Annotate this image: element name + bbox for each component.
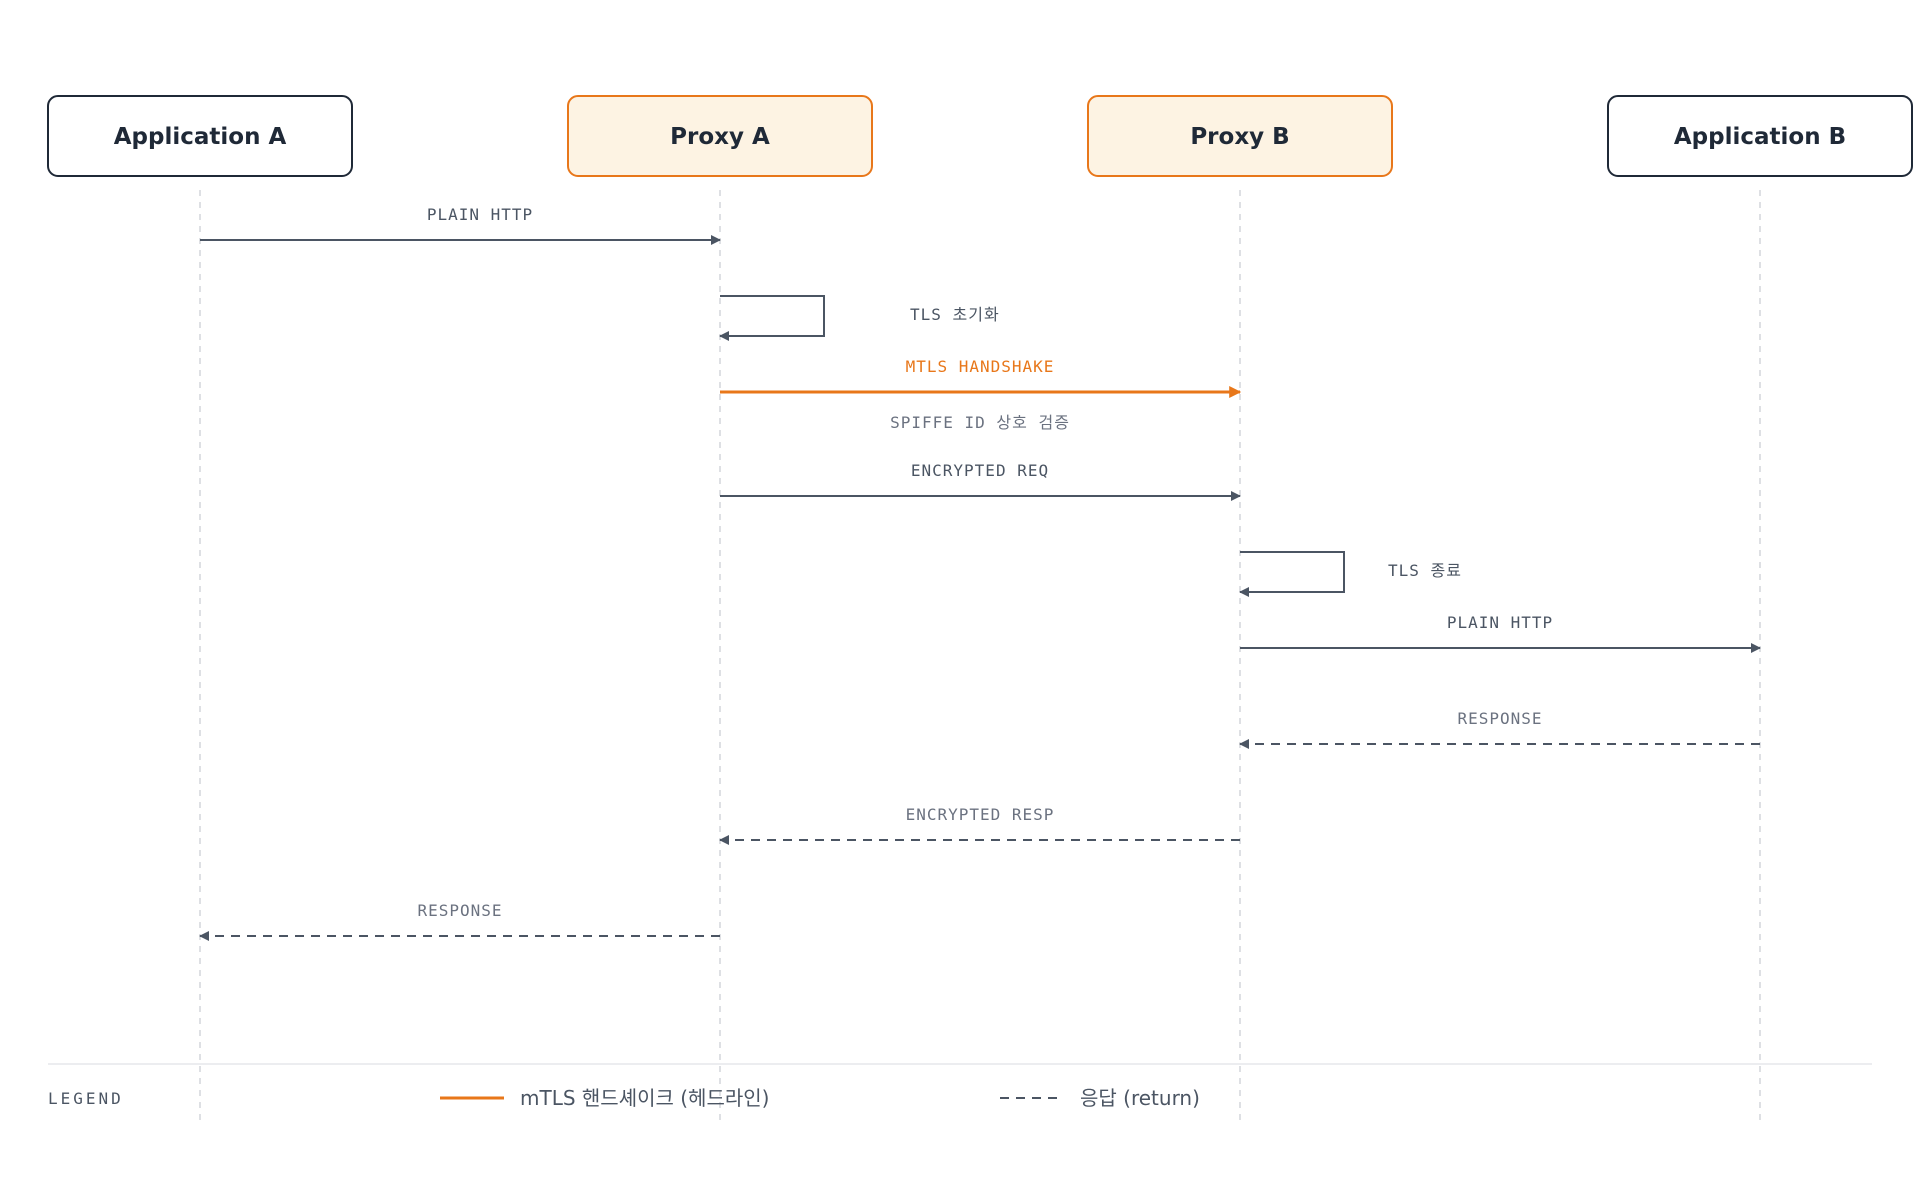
- message-label: RESPONSE: [417, 901, 502, 920]
- message-label: TLS 초기화: [910, 305, 1000, 324]
- actor-box: [47, 95, 353, 177]
- actor-proxy-a: Proxy A: [567, 95, 873, 177]
- message-label: PLAIN HTTP: [1447, 613, 1553, 632]
- actor-proxy-b: Proxy B: [1087, 95, 1393, 177]
- message-sublabel: SPIFFE ID 상호 검증: [890, 413, 1070, 432]
- legend-return-label: 응답 (return): [1080, 1086, 1200, 1110]
- message-response-app-b: RESPONSE: [1239, 709, 1760, 749]
- message-mtls-handshake: MTLS HANDSHAKE SPIFFE ID 상호 검증: [720, 357, 1242, 432]
- legend: LEGEND mTLS 핸드셰이크 (헤드라인) 응답 (return): [48, 1063, 1872, 1110]
- message-tls-init: TLS 초기화: [719, 295, 1000, 341]
- message-tls-termination: TLS 종료: [1239, 551, 1462, 597]
- message-label: PLAIN HTTP: [427, 205, 533, 224]
- actor-box: [1607, 95, 1913, 177]
- message-label: MTLS HANDSHAKE: [906, 357, 1055, 376]
- lifelines: [199, 190, 1761, 1120]
- self-arrow: [1239, 551, 1345, 597]
- actor-label-app-a: Application A: [114, 124, 287, 150]
- message-label: ENCRYPTED REQ: [911, 461, 1049, 480]
- actor-app-a: Application A: [47, 95, 353, 177]
- message-plain-http-forward: PLAIN HTTP: [1240, 613, 1761, 653]
- actor-app-b: Application B: [1607, 95, 1913, 177]
- actor-box: [567, 95, 873, 177]
- message-label: ENCRYPTED RESP: [906, 805, 1055, 824]
- message-plain-http-request: PLAIN HTTP: [200, 205, 721, 245]
- actor-label-app-b: Application B: [1674, 124, 1846, 150]
- message-encrypted-request: ENCRYPTED REQ: [720, 461, 1241, 501]
- message-label: TLS 종료: [1388, 561, 1462, 580]
- legend-title: LEGEND: [48, 1089, 124, 1108]
- message-response-app-a: RESPONSE: [199, 901, 720, 941]
- message-encrypted-response: ENCRYPTED RESP: [719, 805, 1240, 845]
- actor-box: [1087, 95, 1393, 177]
- self-arrow: [719, 295, 825, 341]
- legend-highlight-label: mTLS 핸드셰이크 (헤드라인): [520, 1086, 769, 1110]
- actor-label-proxy-a: Proxy A: [670, 124, 770, 150]
- message-label: RESPONSE: [1457, 709, 1542, 728]
- messages: PLAIN HTTP TLS 초기화 MTLS HANDSHAKE SPIFFE…: [199, 205, 1761, 941]
- actor-label-proxy-b: Proxy B: [1190, 124, 1289, 150]
